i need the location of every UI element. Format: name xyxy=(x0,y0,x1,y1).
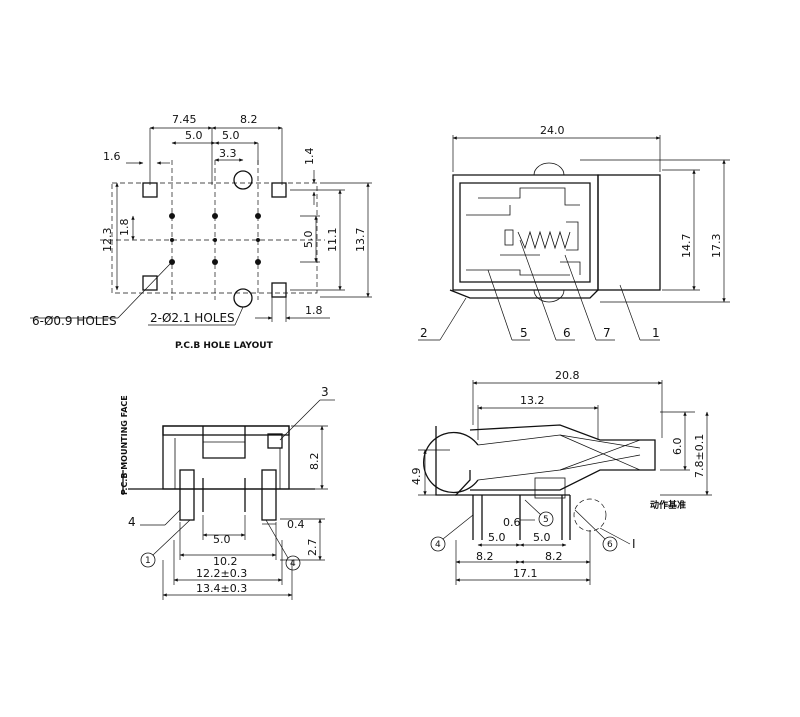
dim-sw-8-2-a: 8.2 xyxy=(476,550,494,563)
side-view: 24.0 14.7 17.3 2 5 6 7 1 xyxy=(418,124,730,341)
dim-1-8-h: 1.8 xyxy=(305,304,323,317)
dim-front-8-2: 8.2 xyxy=(308,453,321,471)
dim-1-4: 1.4 xyxy=(303,148,316,166)
dim-24-0: 24.0 xyxy=(540,124,565,137)
dim-11-1: 11.1 xyxy=(326,228,339,253)
dim-front-2-7: 2.7 xyxy=(306,539,319,557)
dim-sw-5-0-a: 5.0 xyxy=(488,531,506,544)
small-holes xyxy=(169,213,261,265)
dim-1-6: 1.6 xyxy=(103,150,121,163)
dim-front-13-4: 13.4±0.3 xyxy=(196,582,247,595)
dim-3-3: 3.3 xyxy=(219,147,237,160)
switch-view: 20.8 13.2 4.9 6.0 7.8±0.1 动作基准 0.6 5.0 5… xyxy=(410,369,712,585)
dim-front-12-2: 12.2±0.3 xyxy=(196,567,247,580)
dim-7-8: 7.8±0.1 xyxy=(693,434,706,478)
dim-12-3: 12.3 xyxy=(101,228,114,253)
sw-pin-5: 5 xyxy=(543,515,549,525)
front-callout-4: 4 xyxy=(128,515,136,529)
front-callout-3: 3 xyxy=(321,385,329,399)
dim-8-2-top: 8.2 xyxy=(240,113,258,126)
sw-pin-4: 4 xyxy=(435,540,441,550)
large-hole-top xyxy=(233,170,253,190)
dim-17-3: 17.3 xyxy=(710,234,723,259)
dim-14-7: 14.7 xyxy=(680,234,693,259)
dim-front-0-4: 0.4 xyxy=(287,518,305,531)
dim-sw-5-0-b: 5.0 xyxy=(533,531,551,544)
dim-5-0-a: 5.0 xyxy=(185,129,203,142)
dim-sw-8-2-b: 8.2 xyxy=(545,550,563,563)
callout-5: 5 xyxy=(520,326,528,340)
dim-4-9: 4.9 xyxy=(410,468,423,486)
front-view: P.C.B MOUNTING FACE 8.2 5.0 0.4 10.2 2.7 xyxy=(120,385,335,600)
dim-front-5-0: 5.0 xyxy=(213,533,231,546)
dim-13-2: 13.2 xyxy=(520,394,545,407)
dim-7-45: 7.45 xyxy=(172,113,197,126)
action-ref-label: 动作基准 xyxy=(650,499,686,511)
sw-pin-6: 6 xyxy=(607,540,613,550)
dim-20-8: 20.8 xyxy=(555,369,580,382)
pcb-hole-layout: 7.45 8.2 5.0 5.0 3.3 1.6 1.4 12.3 1.8 5.… xyxy=(30,113,372,351)
mounting-face-label: P.C.B MOUNTING FACE xyxy=(120,395,129,495)
dim-5-0-v: 5.0 xyxy=(302,231,315,249)
dim-front-10-2: 10.2 xyxy=(213,555,238,568)
dim-13-7: 13.7 xyxy=(354,228,367,253)
dim-1-8-v: 1.8 xyxy=(118,219,131,237)
large-hole-bottom xyxy=(233,288,253,308)
dim-17-1: 17.1 xyxy=(513,567,538,580)
detail-callout-I: I xyxy=(632,537,636,551)
callout-1: 1 xyxy=(652,326,660,340)
callout-6: 6 xyxy=(563,326,571,340)
front-pin-4: 4 xyxy=(290,559,296,569)
dim-5-0-b: 5.0 xyxy=(222,129,240,142)
callout-7: 7 xyxy=(603,326,611,340)
holes-small-label: 6-Ø0.9 HOLES xyxy=(32,314,117,328)
pcb-layout-caption: P.C.B HOLE LAYOUT xyxy=(175,341,274,351)
dim-6-0: 6.0 xyxy=(671,438,684,456)
dim-0-6: 0.6 xyxy=(503,516,521,529)
callout-2: 2 xyxy=(420,326,428,340)
front-pin-1: 1 xyxy=(145,556,151,566)
holes-large-label: 2-Ø2.1 HOLES xyxy=(150,311,235,325)
